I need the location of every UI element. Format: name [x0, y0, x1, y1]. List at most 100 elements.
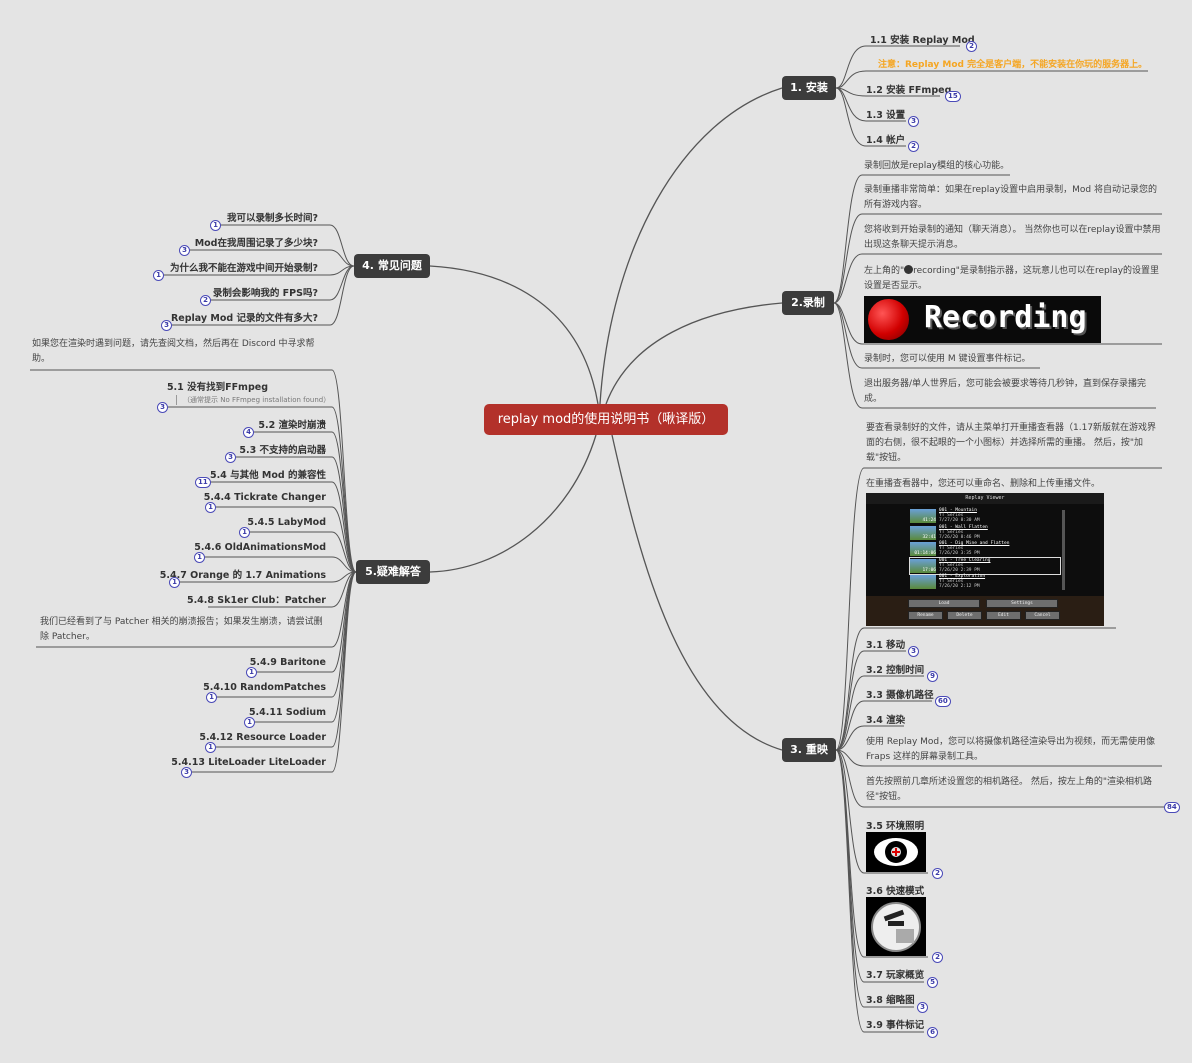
child-count-badge[interactable]: 1	[169, 577, 180, 588]
child-count-badge[interactable]: 3	[908, 646, 919, 657]
topic-orange-animations[interactable]: 5.4.7 Orange 的 1.7 Animations	[159, 570, 326, 581]
topic-player-overview[interactable]: 3.7 玩家概览	[866, 970, 925, 981]
faq-how-long[interactable]: 我可以录制多长时间?	[226, 213, 318, 224]
record-how-text: 录制重播非常简单：如果在replay设置中启用录制，Mod 将自动记录您的所有游…	[864, 185, 1157, 210]
topic-randompatches[interactable]: 5.4.10 RandomPatches	[203, 682, 326, 693]
ambient-lighting-icon	[866, 832, 926, 872]
child-count-badge[interactable]: 1	[246, 667, 257, 678]
topic-render[interactable]: 3.4 渲染	[866, 715, 906, 726]
child-count-badge[interactable]: 2	[908, 141, 919, 152]
child-count-badge[interactable]: 1	[205, 742, 216, 753]
child-count-badge[interactable]: 11	[195, 477, 211, 488]
topic-unsupported-launcher[interactable]: 5.3 不支持的启动器	[239, 445, 326, 456]
child-count-badge[interactable]: 1	[205, 502, 216, 513]
faq-fps-impact[interactable]: 录制会影响我的 FPS吗?	[212, 288, 318, 299]
topic-settings[interactable]: 1.3 设置	[866, 110, 906, 121]
viewer-edit-button[interactable]: Edit	[986, 611, 1021, 620]
child-count-badge[interactable]: 1	[153, 270, 164, 281]
faq-mid-game-recording[interactable]: 为什么我不能在游戏中间开始录制?	[169, 263, 318, 274]
faq-chunk-count[interactable]: Mod在我周围记录了多少块?	[194, 238, 318, 249]
replay-viewer-text: 在重播查看器中，您还可以重命名、删除和上传重播文件。	[866, 479, 1101, 489]
child-count-badge[interactable]: 3	[179, 245, 190, 256]
viewer-thumbnail	[910, 575, 936, 589]
child-count-badge[interactable]: 1	[206, 692, 217, 703]
viewer-replay-date: 7/26/20 3:35 PM	[939, 551, 980, 556]
viewer-scrollbar[interactable]	[1062, 510, 1065, 590]
child-count-badge[interactable]: 9	[927, 671, 938, 682]
child-count-badge[interactable]: 2	[932, 952, 943, 963]
child-count-badge[interactable]: 3	[181, 767, 192, 778]
record-save-text: 退出服务器/单人世界后，您可能会被要求等待几秒钟，直到保存录播完成。	[864, 379, 1147, 404]
child-count-badge[interactable]: 2	[200, 295, 211, 306]
viewer-cancel-button[interactable]: Cancel	[1025, 611, 1060, 620]
topic-render-crash[interactable]: 5.2 渲染时崩溃	[258, 420, 326, 431]
child-count-badge[interactable]: 2	[966, 41, 977, 52]
child-count-badge[interactable]: 5	[927, 977, 938, 988]
child-count-badge[interactable]: 1	[244, 717, 255, 728]
topic-tickrate-changer[interactable]: 5.4.4 Tickrate Changer	[203, 492, 326, 503]
topic-account[interactable]: 1.4 帐户	[866, 135, 906, 146]
viewer-thumbnail	[910, 509, 936, 523]
branch-faq[interactable]: 4. 常见问题	[354, 254, 430, 278]
child-count-badge[interactable]: 15	[945, 91, 961, 102]
topic-patcher[interactable]: 5.4.8 Sk1er Club：Patcher	[186, 595, 326, 606]
viewer-rename-button[interactable]: Rename	[908, 611, 943, 620]
child-count-badge[interactable]: 60	[935, 696, 951, 707]
topic-resource-loader[interactable]: 5.4.12 Resource Loader	[199, 732, 326, 743]
child-count-badge[interactable]: 3	[225, 452, 236, 463]
faq-file-size[interactable]: Replay Mod 记录的文件有多大?	[170, 313, 318, 324]
child-count-badge[interactable]: 1	[210, 220, 221, 231]
viewer-replay-name: 001 - Wall Flatten	[939, 524, 988, 530]
viewer-load-button[interactable]: Load	[908, 599, 980, 608]
branch-install[interactable]: 1. 安装	[782, 76, 836, 100]
recording-indicator-image: Recording	[864, 296, 1101, 343]
child-count-badge[interactable]: 3	[157, 402, 168, 413]
topic-time-control[interactable]: 3.2 控制时间	[866, 665, 925, 676]
topic-mod-compatibility[interactable]: 5.4 与其他 Mod 的兼容性	[209, 470, 326, 481]
viewer-duration: 17:06	[922, 567, 936, 573]
topic-liteloader[interactable]: 5.4.13 LiteLoader LiteLoader	[171, 757, 326, 768]
topic-camera-path[interactable]: 3.3 摄像机路径	[866, 690, 934, 701]
root-topic[interactable]: replay mod的使用说明书（啾译版）	[484, 404, 728, 435]
topic-thumbnail[interactable]: 3.8 缩略图	[866, 995, 915, 1006]
child-count-badge[interactable]: 2	[932, 868, 943, 879]
topic-install-replay-mod[interactable]: 1.1 安装 Replay Mod	[870, 35, 975, 46]
topic-install-ffmpeg[interactable]: 1.2 安装 FFmpeg	[866, 85, 952, 96]
viewer-delete-button[interactable]: Delete	[947, 611, 982, 620]
topic-sodium[interactable]: 5.4.11 Sodium	[248, 707, 326, 718]
clock-face-shape	[871, 902, 921, 952]
topic-ambient-lighting[interactable]: 3.5 环境照明	[866, 821, 925, 832]
child-count-badge[interactable]: 4	[243, 427, 254, 438]
child-count-badge[interactable]: 3	[908, 116, 919, 127]
topic-quick-mode[interactable]: 3.6 快速模式	[866, 886, 925, 897]
record-intro-text: 录制回放是replay模组的核心功能。	[864, 161, 1010, 171]
topic-oldanimationsmod[interactable]: 5.4.6 OldAnimationsMod	[194, 542, 326, 553]
child-count-badge[interactable]: 84	[1164, 802, 1180, 813]
render-steps-text: 首先按照前几章所述设置您的相机路径。 然后，按左上角的"渲染相机路径"按钮。	[866, 777, 1153, 802]
child-count-badge[interactable]: 3	[917, 1002, 928, 1013]
topic-event-markers[interactable]: 3.9 事件标记	[866, 1020, 925, 1031]
viewer-replay-name: 001 - Exploration	[939, 574, 986, 579]
viewer-replay-series: YT Series	[939, 546, 964, 551]
viewer-duration: 01:14:06	[914, 551, 936, 556]
viewer-replay-name: 001 - Mountain	[939, 508, 977, 513]
child-count-badge[interactable]: 1	[194, 552, 205, 563]
topic-labymod[interactable]: 5.4.5 LabyMod	[247, 517, 326, 528]
child-count-badge[interactable]: 6	[927, 1027, 938, 1038]
child-count-badge[interactable]: 3	[161, 320, 172, 331]
topic-ffmpeg-not-found[interactable]: 5.1 没有找到FFmpeg	[166, 382, 268, 393]
topic-baritone[interactable]: 5.4.9 Baritone	[249, 657, 326, 668]
branch-replay[interactable]: 3. 重映	[782, 738, 836, 762]
viewer-settings-button[interactable]: Settings	[986, 599, 1058, 608]
viewer-replay-date: 7/27/20 8:30 AM	[939, 518, 980, 523]
branch-troubleshooting[interactable]: 5.疑难解答	[356, 560, 430, 584]
branch-record[interactable]: 2.录制	[782, 291, 834, 315]
topic-movement[interactable]: 3.1 移动	[866, 640, 906, 651]
child-count-badge[interactable]: 1	[239, 527, 250, 538]
patcher-note-text: 我们已经看到了与 Patcher 相关的崩溃报告；如果发生崩溃，请尝试删除 Pa…	[40, 617, 323, 642]
